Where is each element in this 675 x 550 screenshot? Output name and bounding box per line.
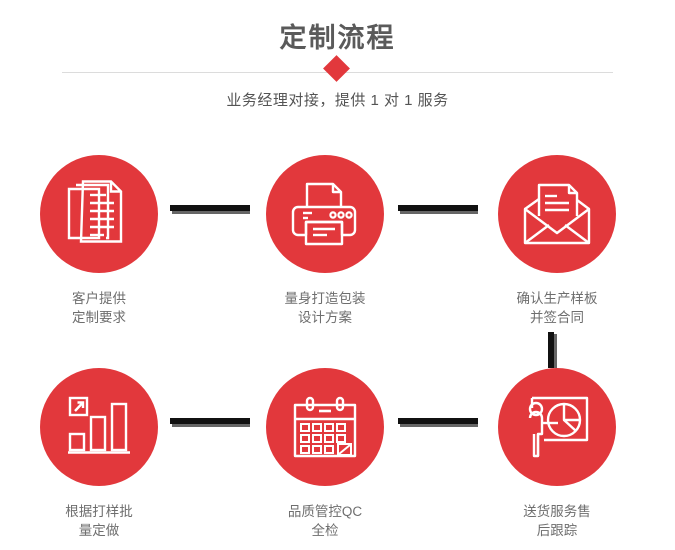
connector-step3-step6 bbox=[548, 332, 557, 368]
printer-icon bbox=[291, 182, 357, 246]
step-item-2[interactable]: 量身打造包装 设计方案 bbox=[245, 155, 405, 327]
page-title: 定制流程 bbox=[279, 23, 396, 53]
connector-bar bbox=[398, 205, 478, 211]
documents-stack-icon bbox=[67, 180, 123, 243]
step-caption: 客户提供 定制要求 bbox=[72, 291, 126, 325]
connector-bar bbox=[548, 332, 554, 368]
header-section: 定制流程 业务经理对接，提供 1 对 1 服务 bbox=[0, 0, 675, 130]
step-item-3[interactable]: 确认生产样板 并签合同 bbox=[477, 155, 637, 327]
page-subtitle: 业务经理对接，提供 1 对 1 服务 bbox=[226, 92, 449, 109]
step-icon-circle bbox=[498, 155, 616, 273]
connector-bar bbox=[398, 418, 478, 424]
calendar-check-icon bbox=[293, 396, 357, 458]
connector-step5-step6 bbox=[398, 418, 478, 427]
presentation-pie-chart-icon bbox=[528, 396, 589, 458]
bar-chart-growth-icon bbox=[68, 396, 130, 454]
connector-step4-step5 bbox=[170, 418, 250, 427]
step-item-5[interactable]: 品质管控QC 全检 bbox=[245, 368, 405, 540]
envelope-document-icon bbox=[523, 183, 591, 245]
connector-shadow bbox=[172, 424, 250, 427]
diamond-bullet-icon bbox=[323, 55, 350, 82]
connector-bar bbox=[170, 418, 250, 424]
connector-step2-step3 bbox=[398, 205, 478, 214]
step-caption: 根据打样批 量定做 bbox=[65, 504, 133, 538]
step-caption: 量身打造包装 设计方案 bbox=[284, 291, 366, 325]
step-caption: 送货服务售 后跟踪 bbox=[523, 504, 591, 538]
step-icon-circle bbox=[266, 368, 384, 486]
step-icon-circle bbox=[40, 155, 158, 273]
connector-bar bbox=[170, 205, 250, 211]
connector-shadow bbox=[400, 211, 478, 214]
step-caption: 品质管控QC 全检 bbox=[287, 504, 363, 538]
step-icon-circle bbox=[498, 368, 616, 486]
connector-step1-step2 bbox=[170, 205, 250, 214]
connector-shadow bbox=[400, 424, 478, 427]
connector-shadow bbox=[554, 334, 557, 368]
step-caption: 确认生产样板 并签合同 bbox=[516, 291, 598, 325]
step-item-1[interactable]: 客户提供 定制要求 bbox=[19, 155, 179, 327]
step-icon-circle bbox=[266, 155, 384, 273]
step-item-6[interactable]: 送货服务售 后跟踪 bbox=[477, 368, 637, 540]
connector-shadow bbox=[172, 211, 250, 214]
step-item-4[interactable]: 根据打样批 量定做 bbox=[19, 368, 179, 540]
step-icon-circle bbox=[40, 368, 158, 486]
